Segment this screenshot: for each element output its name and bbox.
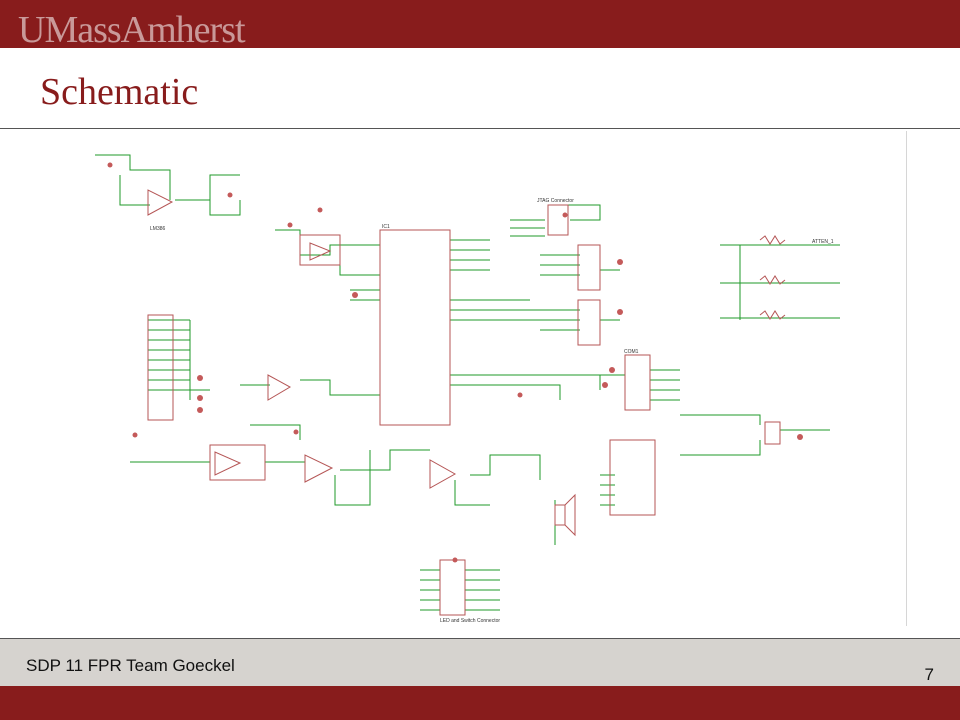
umass-logo: UMassAmherst (18, 9, 246, 51)
opamp-2 (267, 374, 292, 401)
page-number: 7 (924, 665, 934, 684)
opamp-4 (304, 454, 334, 483)
label-lm386: LM386 (150, 226, 166, 232)
regulator (299, 234, 341, 266)
opamp-3 (214, 451, 242, 476)
footer-bar: SDP 11 FPR Team Goeckel 7 (0, 639, 960, 686)
title-divider (0, 128, 960, 129)
header-connector (147, 314, 174, 421)
schematic-nodes (107, 162, 803, 563)
schematic-parts (147, 189, 786, 616)
label-jtag: JTAG Connector (537, 198, 574, 204)
opamp-1 (147, 189, 174, 216)
header-bar: UMassAmherst (0, 0, 960, 51)
schematic-wires (95, 154, 840, 611)
right-edge-line (906, 131, 907, 626)
bottom-bar (0, 686, 960, 720)
led-switch-connector (439, 559, 466, 616)
label-com: COM1 (624, 349, 639, 355)
jtag-header (547, 204, 569, 236)
schematic-diagram: IC1 JTAG Connector COM1 LED and Switch C… (95, 154, 840, 624)
label-ic1: IC1 (382, 224, 390, 230)
opamp-5 (429, 459, 457, 489)
com-connector (624, 354, 651, 411)
footer-team-text: SDP 11 FPR Team Goeckel (26, 656, 235, 675)
footer-divider (0, 638, 960, 639)
main-ic (379, 229, 451, 426)
label-atten: ATTEN_1 (812, 239, 834, 245)
slide-title: Schematic (40, 71, 199, 113)
label-led-switch: LED and Switch Connector (440, 618, 500, 624)
